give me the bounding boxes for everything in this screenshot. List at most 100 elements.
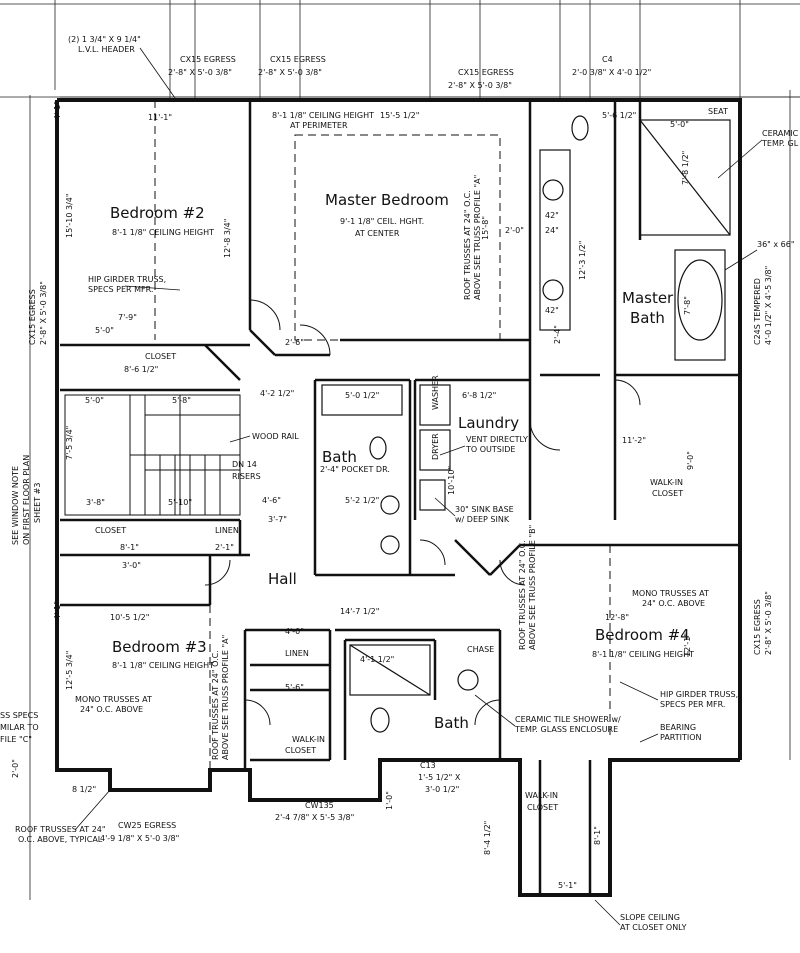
truss-profile-c-2: ABOVE SEE TRUSS PROFILE "A" [221, 635, 230, 760]
dim-label: 3'-7" [268, 515, 287, 524]
bedroom-4-ceiling: 8'-1 1/8" CEILING HEIGHT [592, 650, 694, 659]
hip-girder-note-2: SPECS PER MFR. [88, 285, 153, 294]
mono-truss-note-4: 24" O.C. ABOVE [642, 599, 705, 608]
window-tag-6: C24S TEMPERED [753, 278, 762, 345]
room-label-bedroom-2: Bedroom #2 [110, 204, 205, 222]
slope-ceiling-note-1: SLOPE CEILING [620, 913, 680, 922]
dim-label: 5'-2 1/2" [345, 496, 379, 505]
ceramic-shower-note-2: TEMP. GLASS ENCLOSURE [514, 725, 618, 734]
closet-label-5: CLOSET [527, 803, 558, 812]
sink-base-note-1: 30" SINK BASE [455, 505, 514, 514]
truss-profile-c-1: ROOF TRUSSES AT 24" O.C. [211, 650, 220, 760]
bath-sink-2 [380, 535, 400, 555]
dim-label: 4'-1" [53, 101, 62, 120]
ceramic-shower-note-1: CERAMIC TILE SHOWER w/ [515, 715, 621, 724]
dim-label: 2'-4" [553, 325, 562, 344]
window-size-1: 2'-8" X 5'-0 3/8" [168, 68, 232, 77]
window-size-3: 2'-8" X 5'-0 3/8" [448, 81, 512, 90]
room-label-bedroom-4: Bedroom #4 [595, 626, 690, 644]
seat-label: SEAT [708, 107, 728, 116]
dim-label: 42" [545, 306, 559, 315]
dim-label: 8 1/2" [72, 785, 96, 794]
pocket-door-note: 2'-4" POCKET DR. [320, 465, 390, 474]
dim-label: 4'-0" [285, 627, 304, 636]
room-label-laundry: Laundry [458, 414, 519, 432]
mono-truss-note-2: 24" O.C. ABOVE [80, 705, 143, 714]
window-tag-4: C4 [602, 55, 613, 64]
window-tag-9: CW135 [305, 801, 334, 810]
tub-size: 36" x 66" [757, 240, 795, 249]
dim-label: 4'-6" [262, 496, 281, 505]
dim-label: 7'-8" [683, 296, 692, 315]
perimeter-ceiling-2: AT PERIMETER [290, 121, 348, 130]
bath-toilet [369, 436, 387, 460]
dim-label: 5'-0" [670, 120, 689, 129]
vent-note-1: VENT DIRECTLY [466, 435, 528, 444]
dim-label: 8'-1" [120, 543, 139, 552]
dim-label: 1'-0" [385, 791, 394, 810]
dim-label: 12'-5 3/4" [65, 651, 74, 690]
window-size-8: 4'-9 1/8" X 5'-0 3/8" [100, 834, 179, 843]
window-tag-7: CX15 EGRESS [753, 599, 762, 655]
exterior-walls [55, 98, 742, 897]
ceramic-tr-1: CERAMIC T [762, 129, 800, 138]
master-ceiling-2: AT CENTER [355, 229, 400, 238]
linen-label-1: LINEN [215, 526, 239, 535]
dim-label: 15'-10 3/4" [65, 193, 74, 238]
bath2-toilet [370, 707, 390, 733]
dim-label: 24" [545, 226, 559, 235]
dim-label: 12'-3 1/2" [578, 241, 587, 280]
dim-label: 2'-6" [285, 338, 304, 347]
room-label-master-bath: Bath [630, 309, 665, 327]
hip-girder-note-1: HIP GIRDER TRUSS, [88, 275, 166, 284]
dim-label: 15'-5 1/2" [380, 111, 419, 120]
dim-label: 3'-8" [86, 498, 105, 507]
dim-label: 11'-2" [622, 436, 646, 445]
ceiling-lines [154, 100, 611, 770]
dim-label: 4'-1 1/2" [360, 655, 394, 664]
bath2-sink [457, 669, 479, 691]
washer-label: WASHER [431, 375, 440, 410]
chase-label: CHASE [467, 645, 494, 654]
see-window-note-3: SHEET #3 [33, 483, 42, 523]
room-label-hall: Hall [268, 570, 297, 588]
dim-label: 2'-0" [505, 226, 524, 235]
specs-left-3: FILE "C" [0, 735, 32, 744]
dim-label: 10'-10" [447, 466, 456, 495]
wood-rail-note: WOOD RAIL [252, 432, 299, 441]
room-label-bedroom-3: Bedroom #3 [112, 638, 207, 656]
dim-label: 5'-0" [95, 326, 114, 335]
bedroom-2-ceiling: 8'-1 1/8" CEILING HEIGHT [112, 228, 214, 237]
truss-profile-b-2: ABOVE SEE TRUSS PROFILE "B" [528, 525, 537, 650]
master-toilet [571, 115, 589, 141]
dim-label: 15'-8" [481, 216, 490, 240]
dim-label: 7'-8 1/2" [681, 151, 690, 185]
truss-profile-b-1: ROOF TRUSSES AT 24" O.C. [518, 540, 527, 650]
mono-truss-note-1: MONO TRUSSES AT [75, 695, 152, 704]
mono-truss-note-3: MONO TRUSSES AT [632, 589, 709, 598]
slope-ceiling-note-2: AT CLOSET ONLY [620, 923, 687, 932]
see-window-note-2: ON FIRST FLOOR PLAN [22, 455, 31, 545]
dim-label: 4'-2 1/2" [260, 389, 294, 398]
dim-label: 42" [545, 211, 559, 220]
room-labels: Bedroom #2 8'-1 1/8" CEILING HEIGHT Mast… [95, 191, 694, 812]
lvl-header-note-1: (2) 1 3/4" X 9 1/4" [68, 35, 141, 44]
window-tag-2: CX15 EGRESS [270, 55, 326, 64]
window-tag-5: CX15 EGRESS [28, 289, 37, 345]
dim-label: 6'-8 1/2" [462, 391, 496, 400]
closet-label-1: CLOSET [145, 352, 176, 361]
dim-label: 12'-1" [683, 633, 692, 657]
specs-left-1: SS SPECS [0, 711, 38, 720]
dim-label: 12'-8 3/4" [223, 219, 232, 258]
dim-label: 5'-0" [85, 396, 104, 405]
truss-profile-a-1: ROOF TRUSSES AT 24" O.C. [463, 190, 472, 300]
linen-label-2: LINEN [285, 649, 309, 658]
lvl-header-note-2: L.V.L. HEADER [78, 45, 135, 54]
dim-label: 8'-4 1/2" [483, 821, 492, 855]
dim-label: 10'-5 1/2" [110, 613, 149, 622]
dim-label: 9'-0" [686, 451, 695, 470]
window-tag-1: CX15 EGRESS [180, 55, 236, 64]
roof-truss-typ-2: O.C. ABOVE, TYPICAL [18, 835, 103, 844]
dim-label: 5'-10" [168, 498, 192, 507]
dimension-lines [0, 0, 800, 900]
